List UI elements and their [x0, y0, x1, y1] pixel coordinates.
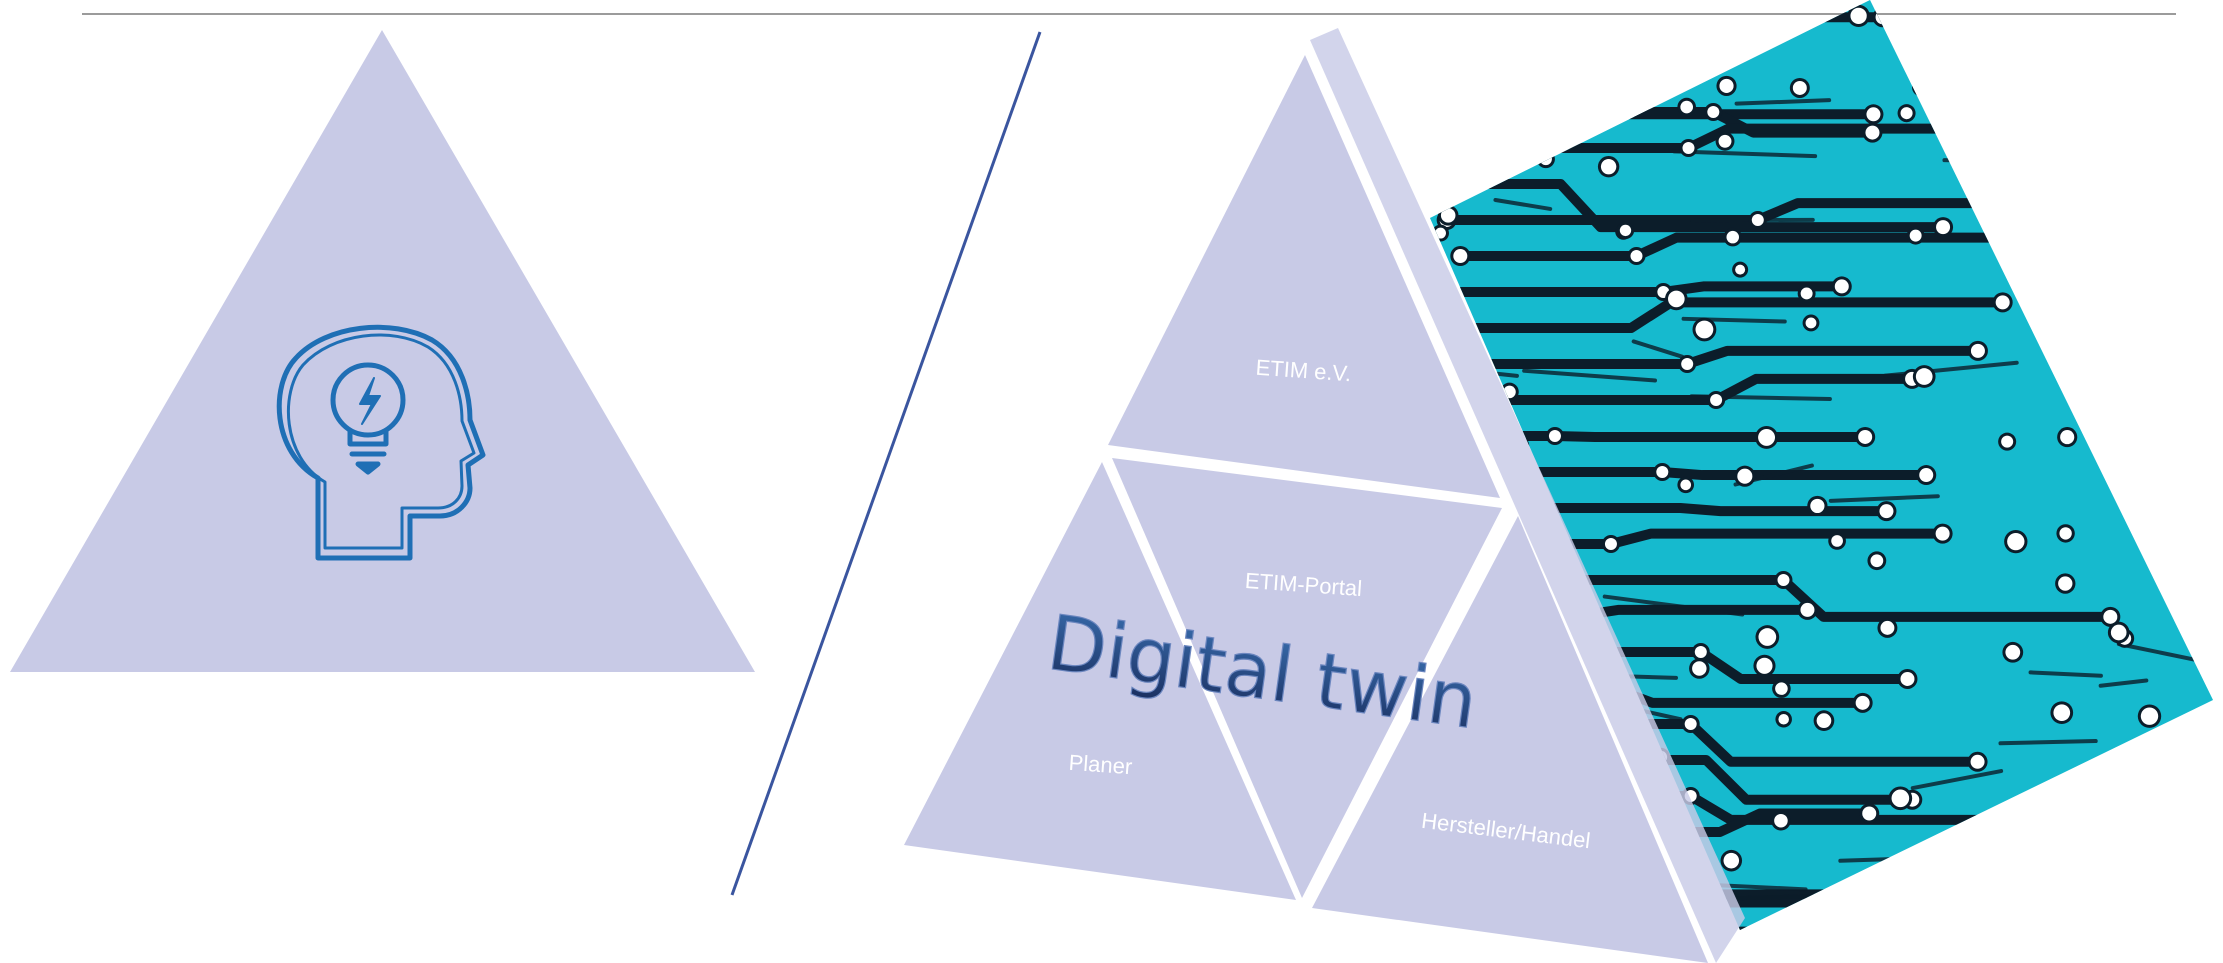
head-lightbulb-icon	[276, 324, 486, 561]
pyramid-segment-left	[904, 462, 1296, 900]
segment-label-left: Planer	[1068, 750, 1133, 779]
divider-line	[730, 31, 1042, 896]
pyramid-segment-right	[1312, 516, 1708, 963]
idea-triangle	[10, 30, 755, 672]
pyramid-side-face	[1310, 28, 1745, 963]
pyramid-segment-center	[1112, 458, 1502, 898]
pyramid-segment-top	[1108, 55, 1500, 498]
